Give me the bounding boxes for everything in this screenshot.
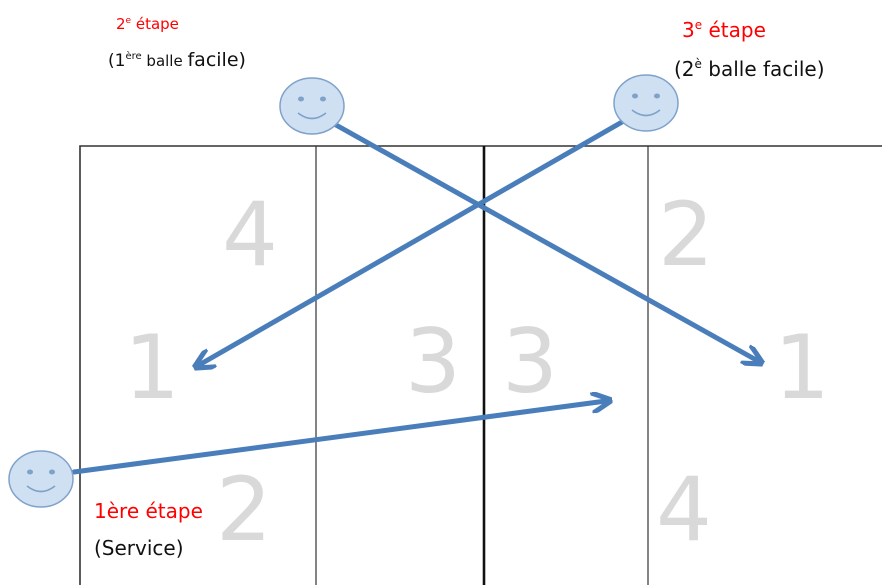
step3-sub-sup: è [695, 57, 702, 71]
zone-number: 3 [405, 310, 461, 413]
step2-rest2: facile) [187, 49, 245, 71]
step1-title: 1ère étape [94, 499, 203, 523]
zone-number: 1 [774, 316, 830, 419]
zone-number: 2 [216, 458, 272, 561]
smiley-face-icon [613, 74, 679, 132]
step2-rest1: balle [142, 52, 188, 70]
step3-rest: balle facile) [702, 57, 825, 81]
step1-subtitle: (Service) [94, 536, 184, 560]
arrow-icon [71, 401, 606, 475]
zone-number: 4 [656, 458, 712, 561]
step3-title: 3e étape [682, 18, 766, 42]
arrows [71, 119, 758, 475]
court [79, 145, 882, 585]
step1-label: 1ère étape (Service) [94, 499, 203, 560]
step3-num: 3 [682, 18, 695, 42]
step3-open: (2 [674, 57, 695, 81]
zone-number: 1 [124, 316, 180, 419]
zone-number: 3 [502, 310, 558, 413]
smiley-face-icon [279, 77, 345, 135]
court-outline-left [79, 145, 484, 585]
step3-subtitle: (2è balle facile) [674, 57, 825, 81]
step3-word: étape [702, 18, 766, 42]
step2-title: 2e étape [116, 15, 179, 33]
step2-num: 2 [116, 15, 126, 33]
step2-open: (1 [108, 51, 125, 71]
zone-numbers: 4 1 3 2 2 3 1 4 [124, 183, 830, 561]
step2-label: 2e étape (1ère balle facile) [108, 15, 246, 71]
step2-subtitle: (1ère balle facile) [108, 49, 246, 71]
arrow-icon [333, 122, 758, 361]
step2-sup: e [126, 16, 132, 26]
step3-label: 3e étape (2è balle facile) [674, 18, 825, 81]
arrow-icon [199, 119, 625, 365]
smiley-face-icon [8, 450, 74, 508]
zone-number: 4 [222, 183, 278, 286]
step3-sup: e [695, 18, 702, 32]
step2-sub-sup: ère [125, 50, 141, 62]
zone-number: 2 [658, 183, 714, 286]
step2-word: étape [131, 15, 179, 33]
